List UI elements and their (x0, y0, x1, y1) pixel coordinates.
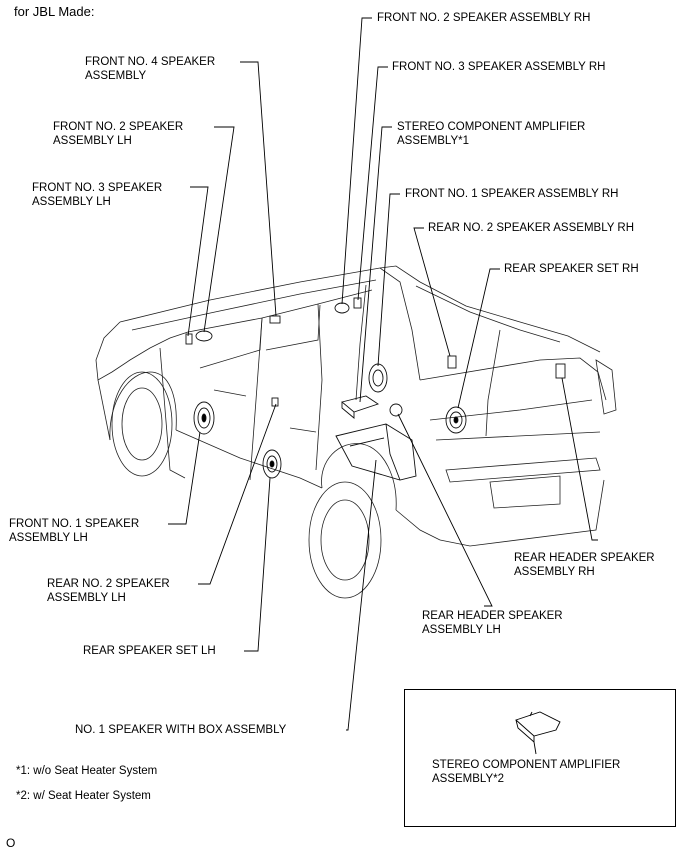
leader-rear2-rh (413, 227, 451, 357)
label-amp2: STEREO COMPONENT AMPLIFIER ASSEMBLY*2 (432, 758, 620, 786)
leader-rear-header-rh (561, 377, 598, 541)
leader-front4 (240, 61, 277, 317)
footnote-1: *1: w/o Seat Heater System (16, 765, 158, 777)
leader-rear-header-lh (397, 413, 493, 607)
rear-no2-speaker-rh (447, 355, 457, 369)
footnote-2: *2: w/ Seat Heater System (16, 790, 151, 802)
label-rear2-lh: REAR NO. 2 SPEAKER ASSEMBLY LH (47, 577, 170, 605)
label-line: FRONT NO. 3 SPEAKER (32, 182, 163, 194)
label-amp1: STEREO COMPONENT AMPLIFIER ASSEMBLY*1 (397, 120, 585, 148)
label-line: FRONT NO. 2 SPEAKER (53, 121, 184, 133)
label-rear2-rh: REAR NO. 2 SPEAKER ASSEMBLY RH (428, 222, 635, 234)
front-no2-speaker-rh (334, 302, 350, 314)
label-line: ASSEMBLY*2 (432, 773, 505, 785)
leader-front2-rh (341, 17, 372, 305)
label-line: ASSEMBLY LH (47, 592, 126, 604)
label-line: REAR HEADER SPEAKER (514, 552, 655, 564)
inset-box (404, 689, 676, 827)
label-line: ASSEMBLY*1 (397, 135, 470, 147)
figure-code: O (6, 836, 16, 850)
label-front4: FRONT NO. 4 SPEAKER ASSEMBLY (85, 55, 215, 83)
rear-no2-speaker-lh (271, 397, 279, 407)
speaker-components (185, 297, 566, 481)
label-front3-rh: FRONT NO. 3 SPEAKER ASSEMBLY RH (392, 61, 606, 73)
label-rear-set-rh: REAR SPEAKER SET RH (504, 263, 639, 275)
label-line: ASSEMBLY (85, 70, 147, 82)
label-line: ASSEMBLY LH (32, 196, 111, 208)
rear-speaker-set-rh (445, 406, 467, 434)
speaker-box (335, 423, 417, 481)
rear-header-speaker-rh (555, 363, 566, 379)
leader-speaker-box (346, 459, 377, 731)
front-no1-speaker-rh (368, 363, 388, 393)
label-front1-lh: FRONT NO. 1 SPEAKER ASSEMBLY LH (9, 517, 139, 545)
front-no1-speaker-lh (193, 401, 215, 435)
label-line: STEREO COMPONENT AMPLIFIER (397, 121, 586, 133)
leader-amp1 (359, 126, 392, 403)
leader-front1-rh (377, 193, 400, 367)
stereo-amplifier-1 (341, 395, 380, 419)
label-speaker-box: NO. 1 SPEAKER WITH BOX ASSEMBLY (75, 724, 287, 736)
label-line: ASSEMBLY LH (422, 624, 501, 636)
front-no4-speaker (269, 315, 281, 324)
leader-lines (168, 17, 598, 731)
leader-front2-lh (203, 126, 235, 333)
label-line: ASSEMBLY LH (53, 135, 132, 147)
label-line: ASSEMBLY RH (514, 566, 595, 578)
leader-rear-set-lh (244, 477, 271, 652)
rear-speaker-set-lh (262, 449, 282, 479)
leader-front3-lh (187, 186, 209, 337)
label-line: FRONT NO. 4 SPEAKER (85, 56, 216, 68)
label-front2-lh: FRONT NO. 2 SPEAKER ASSEMBLY LH (53, 120, 183, 148)
front-no2-speaker-lh (195, 330, 213, 342)
stereo-amplifier-2 (515, 711, 561, 755)
leader-front1-lh (168, 431, 201, 525)
rear-header-speaker-lh (389, 403, 403, 417)
label-rear-header-rh: REAR HEADER SPEAKER ASSEMBLY RH (514, 551, 655, 579)
label-front1-rh: FRONT NO. 1 SPEAKER ASSEMBLY RH (405, 188, 619, 200)
label-line: ASSEMBLY LH (9, 532, 88, 544)
leader-front3-rh (357, 66, 388, 301)
label-line: STEREO COMPONENT AMPLIFIER (432, 759, 621, 771)
label-line: REAR HEADER SPEAKER (422, 610, 563, 622)
label-rear-set-lh: REAR SPEAKER SET LH (83, 645, 216, 657)
label-rear-header-lh: REAR HEADER SPEAKER ASSEMBLY LH (422, 609, 563, 637)
label-front3-lh: FRONT NO. 3 SPEAKER ASSEMBLY LH (32, 181, 162, 209)
label-line: REAR NO. 2 SPEAKER (47, 578, 170, 590)
leader-rear-set-rh (457, 268, 500, 409)
label-front2-rh: FRONT NO. 2 SPEAKER ASSEMBLY RH (377, 12, 591, 24)
leader-rear2-lh (198, 403, 277, 585)
front-no3-speaker-rh (353, 297, 362, 309)
label-line: FRONT NO. 1 SPEAKER (9, 518, 140, 530)
vehicle-body-outline (95, 265, 617, 599)
front-no3-speaker-lh (185, 333, 193, 345)
page-title: for JBL Made: (14, 4, 95, 19)
